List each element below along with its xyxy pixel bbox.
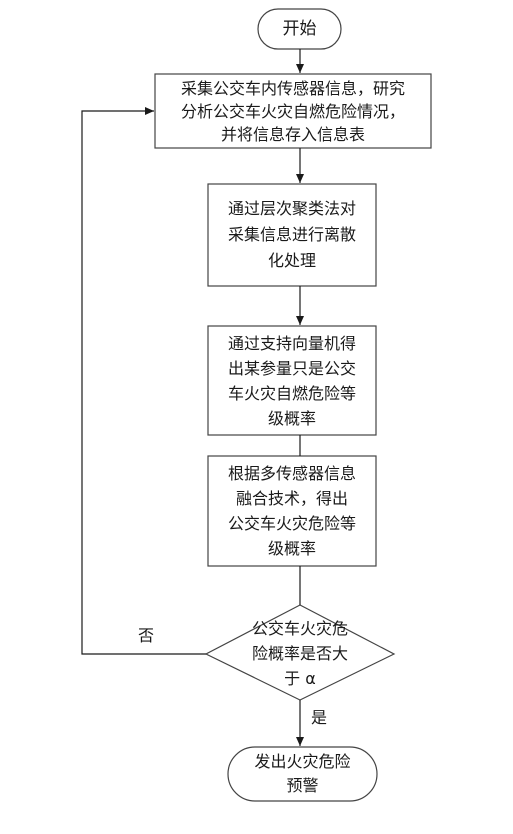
arrow-decision-no-loop	[81, 107, 206, 655]
no-branch-label: 否	[138, 626, 155, 645]
process-box-fusion	[207, 455, 377, 567]
step-svm-text: 通过支持向量机得 出某参量只是公交 车火灾自燃危险等 级概率	[227, 333, 356, 428]
step-fusion-text: 根据多传感器信息 融合技术，得出 公交车火灾危险等 级概率	[227, 464, 356, 558]
process-box-cluster	[207, 183, 377, 287]
yes-branch-label: 是	[311, 708, 328, 727]
process-box-collect	[154, 73, 432, 149]
step-collect-text: 采集公交车内传感器信息，研究 分析公交车火灾自燃危险情况， 并将信息存入信息表	[180, 78, 405, 144]
start-label: 开始	[282, 18, 317, 39]
process-box-svm	[207, 325, 377, 436]
end-terminal	[227, 746, 378, 802]
decision-text: 公交车火灾危 险概率是否大 于 α	[251, 618, 348, 688]
end-text: 发出火灾危险 预警	[254, 752, 351, 795]
step-cluster-text: 通过层次聚类法对 采集信息进行离散 化处理	[227, 199, 356, 270]
